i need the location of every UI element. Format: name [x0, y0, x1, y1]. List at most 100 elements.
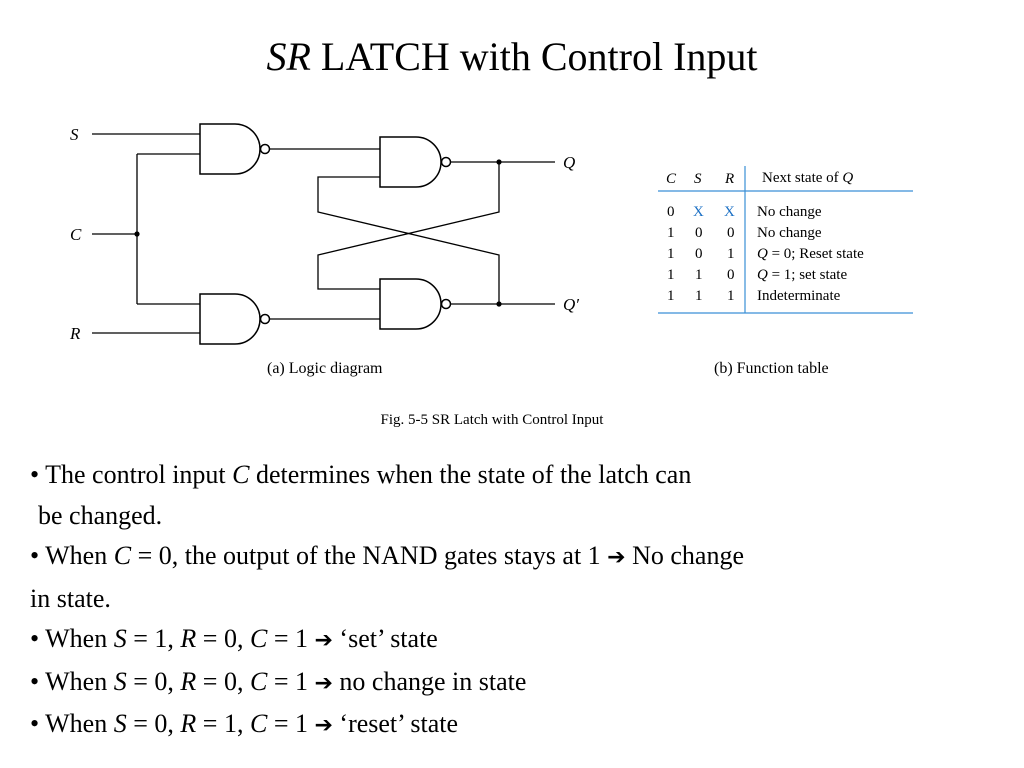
wire-qprime-feedback — [317, 176, 500, 304]
label-qprime: Q′ — [563, 295, 579, 314]
table-header-next-q: Q — [842, 170, 853, 186]
wire-q-feedback — [317, 162, 500, 290]
nand-gates — [199, 123, 452, 345]
cell-c: 1 — [667, 225, 675, 241]
bullet-text: When — [39, 666, 114, 696]
right-arrow-icon: ➔ — [314, 670, 333, 696]
bullet-text: = 0, — [126, 709, 181, 738]
bullet-dot: • — [30, 541, 40, 570]
bullet-text: = 1 — [267, 709, 315, 738]
cell-desc: Q = 0; Reset state — [757, 246, 864, 262]
var-r: R — [180, 624, 197, 653]
table-row: 1 1 0 Q = 1; set state — [667, 267, 847, 283]
bullet-list: • The control input C determines when th… — [30, 455, 1005, 747]
label-q: Q — [563, 153, 575, 172]
nand-gate-3 — [379, 136, 442, 188]
cell-desc-text: = 0; Reset state — [768, 246, 864, 262]
bullet-continuation: be changed. — [38, 500, 163, 530]
cell-r: 1 — [727, 246, 735, 262]
nand-gate-1-bubble — [259, 143, 271, 155]
bullet-text: no change in state — [332, 666, 527, 696]
bullet-item: • When C = 0, the output of the NAND gat… — [30, 536, 1005, 579]
junction-q — [496, 159, 502, 165]
bullet-text: = 0, — [196, 666, 250, 696]
cell-s: 1 — [695, 267, 703, 283]
table-header-c: C — [666, 171, 677, 187]
caption-logic-diagram: (a) Logic diagram — [267, 360, 383, 377]
table-rules — [658, 166, 913, 314]
cell-r: X — [724, 204, 735, 220]
table-row: 1 0 0 No change — [667, 225, 822, 241]
var-c: C — [232, 460, 250, 489]
caption-function-table: (b) Function table — [714, 360, 829, 377]
bullet-dot: • — [30, 666, 40, 696]
right-arrow-icon: ➔ — [314, 713, 333, 738]
bullet-dot: • — [30, 709, 40, 738]
cell-s: 1 — [695, 288, 703, 304]
title-sr: SR — [266, 34, 311, 79]
junction-dots — [134, 159, 502, 307]
nand-gate-2 — [199, 293, 261, 345]
cell-r: 1 — [727, 288, 735, 304]
bullet-text: = 0, the output of the NAND gates stays … — [131, 541, 608, 570]
table-row: 1 1 1 Indeterminate — [667, 288, 841, 304]
var-s: S — [113, 709, 127, 738]
bullet-text: The control input — [39, 460, 233, 489]
bullet-text: determines when the state of the latch c… — [249, 460, 692, 489]
bullet-continuation: in state. — [30, 583, 111, 613]
wires — [92, 133, 555, 334]
figure-caption: Fig. 5-5 SR Latch with Control Input — [380, 412, 604, 428]
bullet-dot: • — [30, 624, 40, 653]
nand-gate-1 — [199, 123, 261, 175]
table-row: 0 X X No change — [667, 204, 822, 220]
bullet-text: ‘set’ state — [332, 624, 438, 653]
table-header-s: S — [694, 171, 702, 187]
table-header-next-state: Next state of Q — [762, 170, 853, 186]
cell-s: 0 — [695, 225, 703, 241]
bullet-text: ‘reset’ state — [332, 709, 459, 738]
label-c: C — [70, 225, 82, 244]
bullet-item: • When S = 0, R = 0, C = 1 ➔ no change i… — [30, 662, 1005, 705]
cell-r: 0 — [727, 267, 735, 283]
cell-desc: Indeterminate — [757, 288, 841, 304]
cell-r: 0 — [727, 225, 735, 241]
label-s: S — [70, 125, 79, 144]
cell-c: 0 — [667, 204, 675, 220]
bullet-dot: • — [30, 460, 40, 489]
slide-title: SR LATCH with Control Input — [0, 30, 1024, 84]
junction-c — [134, 231, 140, 237]
table-header-r: R — [724, 171, 734, 187]
var-c: C — [113, 541, 132, 570]
var-s: S — [113, 666, 127, 696]
cell-desc-q: Q — [757, 267, 768, 283]
table-row: 1 0 1 Q = 0; Reset state — [667, 246, 864, 262]
right-arrow-icon: ➔ — [607, 545, 626, 570]
cell-c: 1 — [667, 246, 675, 262]
cell-desc-text: = 1; set state — [768, 267, 848, 283]
var-r: R — [180, 709, 197, 738]
junction-qprime — [496, 301, 502, 307]
cell-desc: No change — [757, 204, 822, 220]
signal-labels: S C R Q Q′ — [69, 125, 579, 343]
label-r: R — [69, 324, 81, 343]
bullet-text: When — [39, 709, 114, 738]
bullet-item: • When S = 1, R = 0, C = 1 ➔ ‘set’ state — [30, 619, 1005, 662]
cell-desc: Q = 1; set state — [757, 267, 847, 283]
bullet-text: = 0, — [196, 624, 250, 653]
cell-c: 1 — [667, 267, 675, 283]
bullet-text: = 1 — [267, 624, 315, 653]
var-c: C — [249, 666, 268, 696]
bullet-text: = 0, — [126, 666, 181, 696]
bullet-item: • The control input C determines when th… — [30, 455, 1005, 496]
bullet-text: = 1, — [126, 624, 181, 653]
nand-gate-3-bubble — [440, 156, 452, 168]
cell-s: 0 — [695, 246, 703, 262]
bullet-text: When — [39, 624, 114, 653]
nand-gate-4-bubble — [440, 298, 452, 310]
table-header-next-text: Next state of — [762, 170, 842, 186]
cell-c: 1 — [667, 288, 675, 304]
var-r: R — [180, 666, 197, 696]
bullet-text: = 1 — [267, 666, 315, 696]
function-table: C S R Next state of Q 0 X X No change 1 … — [666, 170, 864, 304]
bullet-text: When — [39, 541, 114, 570]
